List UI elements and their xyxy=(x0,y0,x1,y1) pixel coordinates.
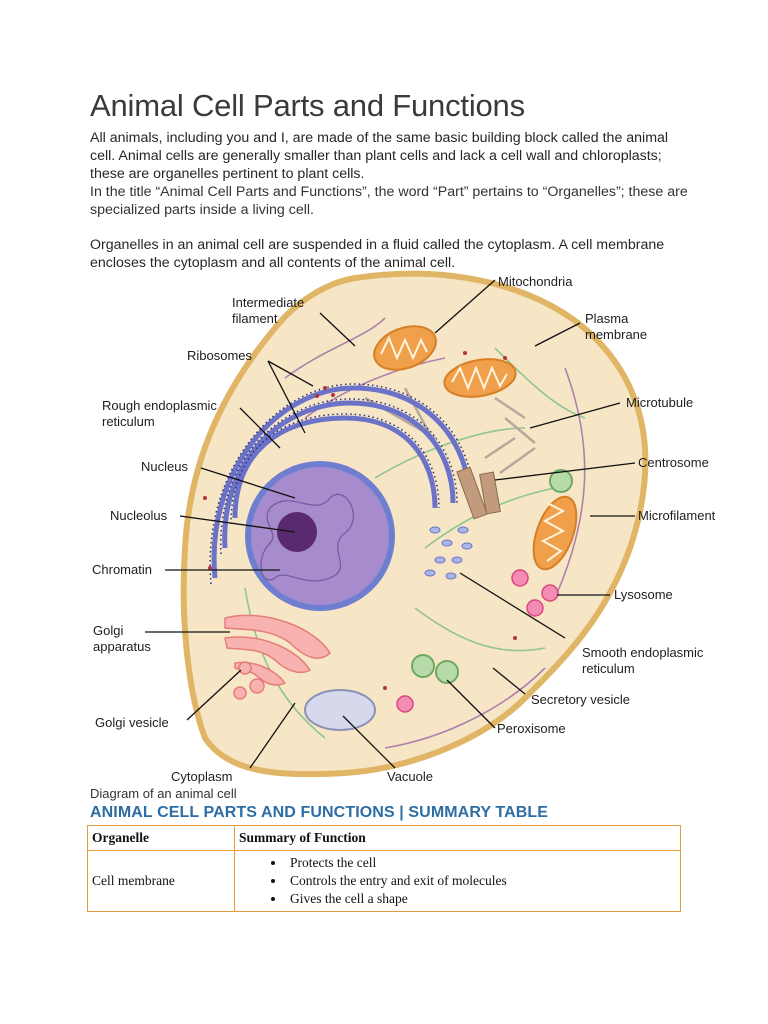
diagram-label-microfilament: Microfilament xyxy=(638,508,716,523)
function-list: Protects the cell Controls the entry and… xyxy=(239,854,676,908)
svg-text:Smooth endoplasmic: Smooth endoplasmic xyxy=(582,645,704,660)
diagram-label-rough-er: Rough endoplasmic reticulum xyxy=(102,398,217,429)
centrosome xyxy=(456,466,501,520)
function-cell: Protects the cell Controls the entry and… xyxy=(234,850,681,912)
cytoplasm-paragraph: Organelles in an animal cell are suspend… xyxy=(90,237,665,271)
diagram-label-nucleus: Nucleus xyxy=(141,459,188,474)
svg-text:apparatus: apparatus xyxy=(93,639,151,654)
diagram-label-secretory-vesicle: Secretory vesicle xyxy=(531,692,630,707)
intro-paragraph: All animals, including you and I, are ma… xyxy=(90,130,669,182)
figure-caption: Diagram of an animal cell xyxy=(90,786,237,801)
golgi-apparatus xyxy=(224,614,331,700)
diagram-label-microtubule: Microtubule xyxy=(626,395,693,410)
function-item: Gives the cell a shape xyxy=(286,890,676,908)
svg-text:membrane: membrane xyxy=(585,327,647,342)
table-header-row: Organelle Summary of Function xyxy=(87,825,681,851)
free-ribosomes xyxy=(203,351,517,690)
svg-text:Intermediate: Intermediate xyxy=(232,295,304,310)
leader-lines xyxy=(145,279,636,769)
diagram-label-mitochondria: Mitochondria xyxy=(498,274,573,289)
diagram-label-plasma-membrane: Plasma membrane xyxy=(585,311,647,342)
diagram-label-golgi-vesicle: Golgi vesicle xyxy=(95,715,169,730)
rough-er-ribosome-dots xyxy=(209,383,475,585)
organelle-cell: Cell membrane xyxy=(87,850,235,912)
vacuole xyxy=(304,689,376,731)
svg-text:Plasma: Plasma xyxy=(585,311,629,326)
svg-text:Golgi: Golgi xyxy=(93,623,123,638)
svg-text:Rough endoplasmic: Rough endoplasmic xyxy=(102,398,217,413)
diagram-label-chromatin: Chromatin xyxy=(92,562,152,577)
diagram-label-intermediate-filament: Intermediate filament xyxy=(232,295,304,326)
diagram-label-ribosomes: Ribosomes xyxy=(187,348,253,363)
diagram-label-cytoplasm: Cytoplasm xyxy=(171,769,232,784)
diagram-label-peroxisome: Peroxisome xyxy=(497,721,566,736)
table-row: Cell membrane Protects the cell Controls… xyxy=(87,850,681,912)
svg-text:filament: filament xyxy=(232,311,278,326)
nucleus xyxy=(245,461,395,611)
diagram-label-smooth-er: Smooth endoplasmic reticulum xyxy=(582,645,704,676)
diagram-label-lysosome: Lysosome xyxy=(614,587,673,602)
animal-cell-diagram: Intermediate filament Ribosomes Rough en… xyxy=(92,270,716,784)
peroxisomes xyxy=(411,469,573,684)
summary-table-heading: ANIMAL CELL PARTS AND FUNCTIONS | SUMMAR… xyxy=(90,804,549,821)
summary-table: Organelle Summary of Function Cell membr… xyxy=(87,825,681,912)
svg-text:reticulum: reticulum xyxy=(102,414,155,429)
mitochondria xyxy=(373,325,578,571)
diagram-label-vacuole: Vacuole xyxy=(387,769,433,784)
diagram-label-centrosome: Centrosome xyxy=(638,455,709,470)
svg-text:reticulum: reticulum xyxy=(582,661,635,676)
lysosomes xyxy=(396,569,559,713)
diagram-label-golgi-apparatus: Golgi apparatus xyxy=(93,623,151,654)
page-title: Animal Cell Parts and Functions xyxy=(90,88,525,123)
function-item: Controls the entry and exit of molecules xyxy=(286,872,676,890)
diagram-label-nucleolus: Nucleolus xyxy=(110,508,168,523)
smooth-endoplasmic-reticulum xyxy=(424,526,473,580)
header-summary-of-function: Summary of Function xyxy=(234,825,681,851)
function-item: Protects the cell xyxy=(286,854,676,872)
part-definition-paragraph: In the title “Animal Cell Parts and Func… xyxy=(90,184,688,218)
header-organelle: Organelle xyxy=(87,825,235,851)
